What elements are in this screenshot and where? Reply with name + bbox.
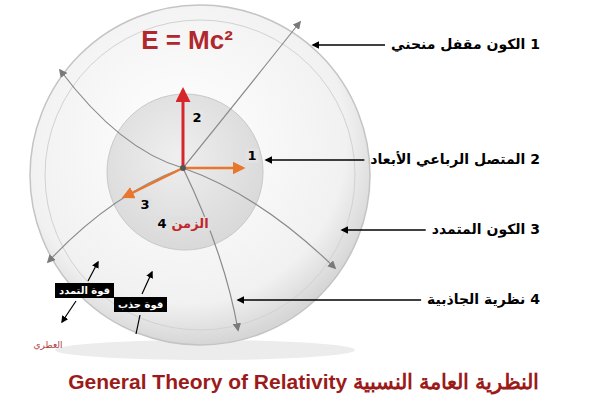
leader-arrow [238, 299, 421, 300]
force-text: قوة التمدد [59, 285, 110, 296]
axis-number: 4 [155, 217, 168, 231]
spacetime-curve [183, 168, 238, 330]
origin-dot [180, 165, 186, 171]
callout-label: 3 الكون المتمدد [432, 222, 540, 237]
callout-label: 4 نظرية الجاذبية [427, 292, 540, 307]
formula-label: E = Mc² [141, 26, 233, 55]
axis-number: 2 [190, 111, 203, 125]
watermark: العطري [34, 341, 63, 351]
axis-number: 3 [138, 198, 151, 212]
axis-arrow [183, 167, 243, 170]
force-box: قوة التمدد [55, 283, 114, 298]
force-arrow [88, 262, 98, 281]
diagram-title: النظرية العامة النسبية General Theory of… [0, 370, 607, 394]
force-arrow [142, 272, 152, 294]
leader-arrow [342, 229, 426, 230]
force-arrow [62, 301, 76, 322]
spacetime-curve [48, 22, 300, 262]
leader-arrow [266, 159, 364, 160]
force-text: قوة جذب [118, 299, 163, 310]
callout-label: 1 الكون مقفل منحني [391, 37, 540, 52]
time-label: الزمن [169, 217, 210, 231]
callout-label: 2 المتصل الرباعي الأبعاد [370, 152, 540, 167]
leader-arrow [313, 44, 385, 45]
force-line [136, 315, 140, 334]
energy-arrow [182, 90, 185, 168]
spacetime-curve [60, 70, 335, 268]
outer-sphere [30, 5, 370, 345]
axis-number: 1 [245, 149, 258, 163]
sphere-rim [45, 20, 355, 330]
axis-arrow [124, 168, 183, 197]
force-box: قوة جذب [114, 297, 167, 312]
